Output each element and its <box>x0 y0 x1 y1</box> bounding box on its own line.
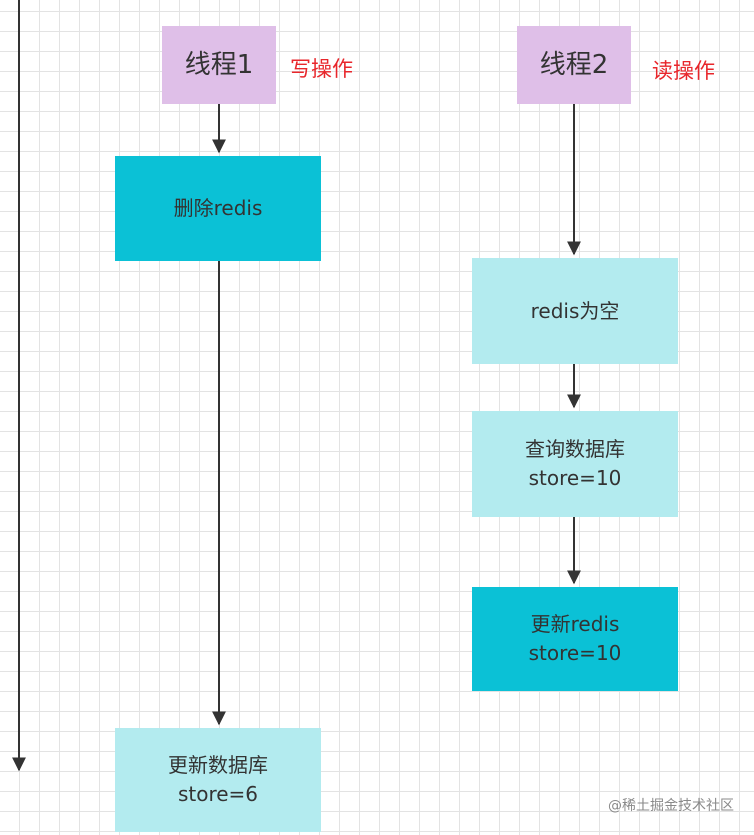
step-update-database: 更新数据库 store=6 <box>115 728 321 832</box>
step-delete-redis-line-1: 删除redis <box>173 196 263 220</box>
step-query-database: 查询数据库 store=10 <box>472 411 678 517</box>
step-update-redis-line-1: 更新redis <box>530 612 620 636</box>
thread2-operation-label: 读操作 <box>652 59 715 83</box>
thread2-title: 线程2 <box>539 49 609 80</box>
thread1-title: 线程1 <box>184 49 254 80</box>
step-update-redis: 更新redis store=10 <box>472 587 678 691</box>
thread1-box: 线程1 <box>162 26 276 104</box>
thread1-operation-label: 写操作 <box>290 57 353 81</box>
watermark: @稀土掘金技术社区 <box>608 798 734 814</box>
step-query-database-line-2: store=10 <box>528 466 622 490</box>
step-update-database-line-1: 更新数据库 <box>168 753 268 777</box>
step-redis-empty: redis为空 <box>472 258 678 364</box>
step-update-redis-line-2: store=10 <box>528 641 622 665</box>
step-update-database-line-2: store=6 <box>177 782 259 806</box>
step-query-database-line-1: 查询数据库 <box>525 437 625 461</box>
step-delete-redis: 删除redis <box>115 156 321 261</box>
step-redis-empty-line-1: redis为空 <box>530 298 620 323</box>
thread2-box: 线程2 <box>517 26 631 104</box>
